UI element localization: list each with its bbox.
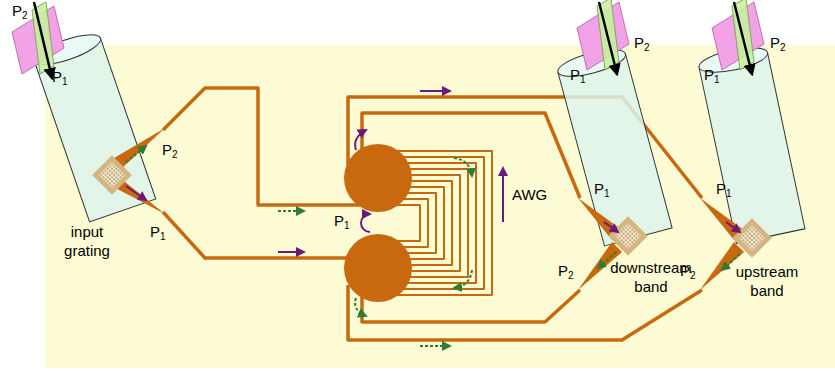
polarizer [12, 2, 64, 78]
signal-arrows [126, 91, 740, 346]
polarization-label: P1 [150, 223, 166, 240]
node-caption: upstream band [727, 262, 807, 300]
symbol-letter: P [770, 34, 780, 51]
grating-frame [732, 218, 772, 258]
symbol-index: 1 [580, 74, 586, 85]
symbol-index: 2 [780, 42, 786, 53]
p1-arrow [726, 222, 740, 232]
polarization-label: P2 [162, 141, 178, 158]
grating-label: upstream band [727, 262, 807, 300]
symbol-index: 1 [160, 231, 166, 242]
symbol-index: 1 [604, 188, 610, 199]
chip-substrate [45, 45, 835, 368]
polarization-label: P2 [770, 34, 786, 51]
grating-label: input grating [51, 222, 123, 260]
waveguide [163, 212, 360, 258]
p2-arrow [454, 158, 472, 176]
polarization-arrow [599, 2, 617, 74]
polarizer [577, 0, 629, 74]
symbol-letter: P [704, 66, 714, 83]
symbol-letter: P [558, 262, 568, 279]
symbol-index: 1 [714, 74, 720, 85]
polarization-label: P1 [52, 68, 68, 85]
polarization-label: P1 [570, 66, 586, 83]
grating-lines [739, 225, 764, 250]
symbol-index: 1 [62, 76, 68, 87]
p1-arrow [502, 168, 504, 222]
polarization-label: P2 [634, 34, 650, 51]
grating-lines [99, 162, 124, 187]
symbol-letter: P [594, 180, 604, 197]
downstream-fiber [555, 44, 672, 246]
symbol-letter: P [334, 212, 344, 229]
p2-arrow [278, 210, 304, 212]
symbol-index: 2 [690, 270, 696, 281]
polarization-arrow [34, 2, 52, 78]
polarization-label: P2 [12, 2, 28, 19]
symbol-letter: P [162, 141, 172, 158]
polarization-arrow [734, 2, 752, 74]
symbol-letter: P [634, 34, 644, 51]
symbol-letter: P [12, 2, 22, 19]
symbol-letter: P [570, 66, 580, 83]
p1-arrow [278, 251, 304, 253]
fiber-body [699, 53, 805, 244]
waveguide [163, 88, 360, 205]
symbol-index: 2 [172, 149, 178, 160]
polarization-label: P2 [558, 262, 574, 279]
grating-coupler [732, 218, 772, 258]
polarization-label: P1 [334, 212, 350, 229]
symbol-letter: P [150, 223, 160, 240]
symbol-index: 1 [344, 220, 350, 231]
p1-arrow [355, 130, 366, 150]
grating-coupler [608, 216, 648, 256]
p1-arrow [420, 90, 450, 92]
polarizer [712, 0, 764, 74]
p2-arrow [454, 270, 472, 288]
polarization-label: P1 [594, 180, 610, 197]
node-caption: input grating [51, 222, 123, 260]
symbol-letter: P [716, 180, 726, 197]
p1-arrow [604, 222, 618, 232]
p2-arrow [126, 146, 146, 162]
awg-arm [385, 205, 420, 241]
grating-lines [615, 223, 640, 248]
polarization-label: P1 [716, 180, 732, 197]
p2-arrow [420, 345, 450, 347]
symbol-index: 1 [726, 188, 732, 199]
polarization-label: P1 [704, 66, 720, 83]
symbol-index: 2 [644, 42, 650, 53]
star-coupler [344, 234, 412, 302]
symbol-letter: P [52, 68, 62, 85]
symbol-letter: P [680, 262, 690, 279]
p1-arrow [126, 186, 146, 200]
star-coupler [344, 144, 412, 212]
p1-arrow [361, 214, 370, 232]
grating-frame [608, 216, 648, 256]
component-label: AWG [512, 186, 547, 203]
polarization-label: P2 [680, 262, 696, 279]
fiber-body [558, 54, 672, 246]
symbol-index: 2 [568, 270, 574, 281]
symbol-index: 2 [22, 10, 28, 21]
p2-arrow [355, 298, 366, 316]
